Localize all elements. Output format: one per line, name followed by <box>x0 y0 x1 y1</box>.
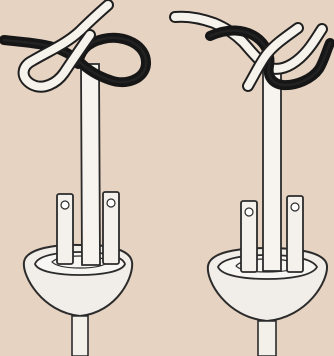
left-center-cord <box>81 64 100 265</box>
right-prong-right-hole <box>291 203 299 211</box>
right-center-cord <box>263 68 281 271</box>
left-cord-exit <box>72 316 88 356</box>
right-prong-left-hole <box>245 208 253 216</box>
left-prong-left-hole <box>61 201 69 209</box>
right-cord-exit <box>258 321 276 356</box>
left-prong-right-hole <box>107 199 115 207</box>
